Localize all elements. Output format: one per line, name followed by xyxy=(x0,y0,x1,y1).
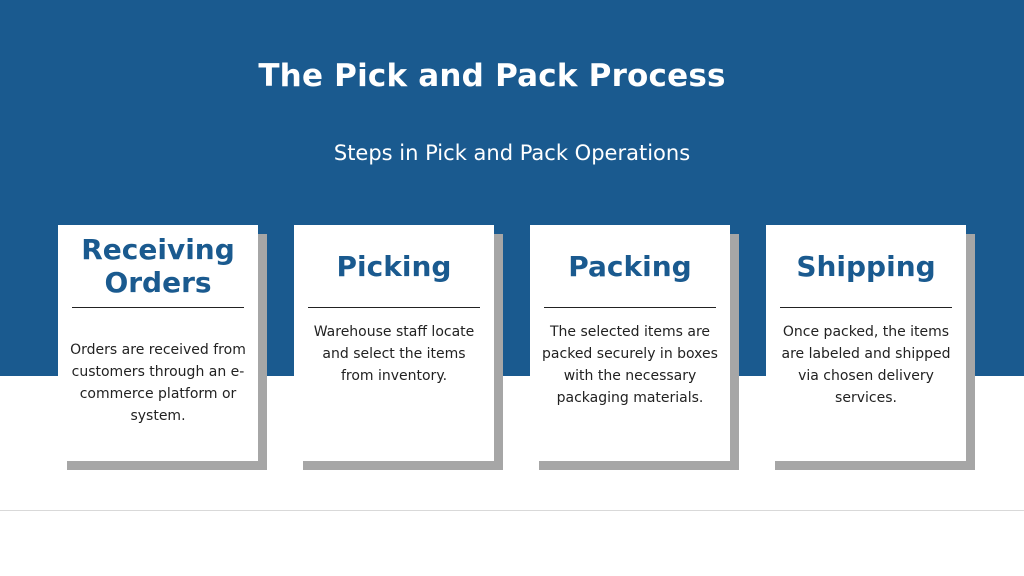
step-divider xyxy=(544,307,716,308)
step-divider xyxy=(72,307,244,308)
step-heading: Shipping xyxy=(796,249,936,283)
step-card-picking: Picking Warehouse staff locate and selec… xyxy=(294,225,494,461)
footer-divider xyxy=(0,510,1024,511)
step-description: The selected items are packed securely i… xyxy=(542,324,718,406)
step-heading: Packing xyxy=(568,249,692,283)
step-description: Warehouse staff locate and select the it… xyxy=(313,324,475,384)
step-heading: Picking xyxy=(336,249,452,283)
step-divider xyxy=(308,307,480,308)
step-card-packing: Packing The selected items are packed se… xyxy=(530,225,730,461)
page-title: The Pick and Pack Process xyxy=(258,58,726,94)
step-description: Orders are received from customers throu… xyxy=(70,342,246,424)
step-description: Once packed, the items are labeled and s… xyxy=(781,324,951,406)
page-subtitle: Steps in Pick and Pack Operations xyxy=(333,141,691,165)
step-card-shipping: Shipping Once packed, the items are labe… xyxy=(766,225,966,461)
step-heading: Receiving Orders xyxy=(81,233,235,299)
step-divider xyxy=(780,307,952,308)
step-card-receiving-orders: Receiving Orders Orders are received fro… xyxy=(58,225,258,461)
